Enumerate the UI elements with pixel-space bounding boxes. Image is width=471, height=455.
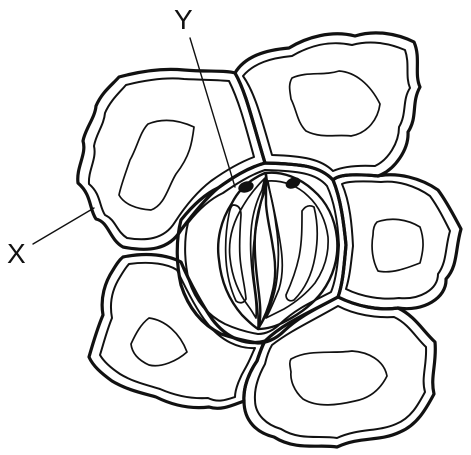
epidermal-cell-left-lower xyxy=(89,255,265,409)
epidermal-cell-right-lower xyxy=(244,297,435,447)
label-y: Y xyxy=(174,6,193,34)
label-x: X xyxy=(7,240,26,268)
epidermal-cell-right-middle xyxy=(333,175,461,309)
epidermal-cell-left-upper xyxy=(78,69,265,249)
left-guard-cell xyxy=(218,173,266,329)
label-y-pointer xyxy=(190,38,235,187)
epidermal-cell-right-upper xyxy=(235,33,420,180)
label-x-pointer xyxy=(33,208,94,244)
